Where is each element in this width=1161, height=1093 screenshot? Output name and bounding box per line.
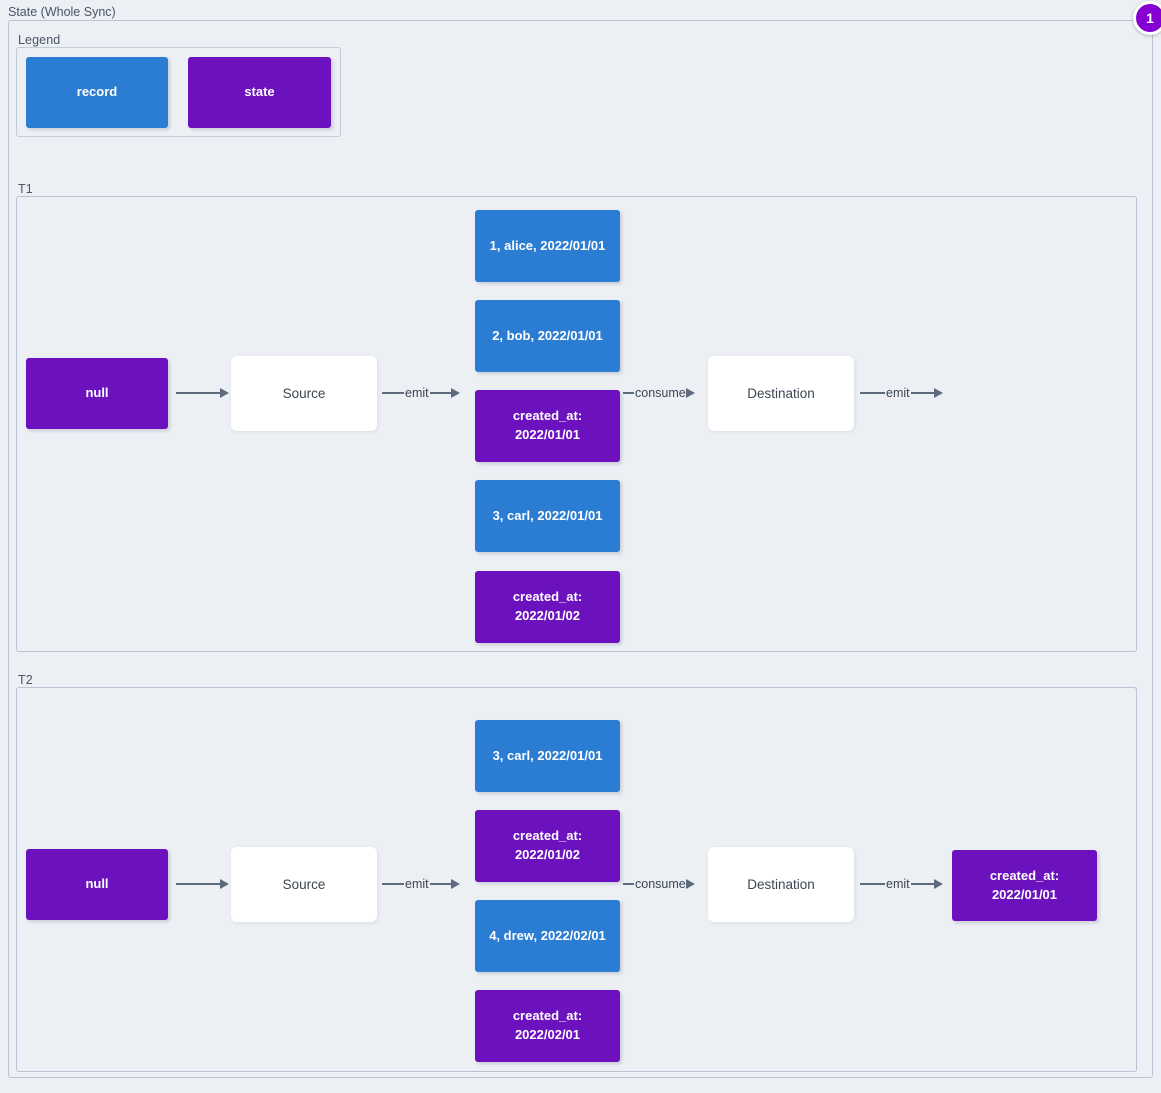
t2-stream-item-3[interactable]: created_at: 2022/02/01	[475, 990, 620, 1062]
t2-destination[interactable]: Destination	[708, 847, 854, 922]
t2-final-state-line2: 2022/01/01	[991, 886, 1058, 902]
t2-initial-state-label: null	[85, 876, 109, 892]
t2-source-label: Source	[282, 876, 326, 892]
t2-stream-item-1-line1: created_at:	[512, 828, 583, 844]
t1-stream-item-2[interactable]: created_at: 2022/01/01	[475, 390, 620, 462]
t1-stream-item-4[interactable]: created_at: 2022/01/02	[475, 571, 620, 643]
t1-stream-item-4-line2: 2022/01/02	[514, 608, 581, 623]
t2-stream-item-0[interactable]: 3, carl, 2022/01/01	[475, 720, 620, 792]
legend-swatch-state: state	[188, 57, 331, 128]
t1-stream-item-3-label: 3, carl, 2022/01/01	[492, 507, 603, 523]
status-badge[interactable]: 1	[1133, 1, 1161, 35]
t1-destination[interactable]: Destination	[708, 356, 854, 431]
t1-stream-item-1-label: 2, bob, 2022/01/01	[492, 327, 603, 343]
t2-source[interactable]: Source	[231, 847, 377, 922]
t2-final-state-line1: created_at:	[989, 867, 1060, 883]
legend-frame	[16, 47, 341, 137]
t1-stream-item-1[interactable]: 2, bob, 2022/01/01	[475, 300, 620, 372]
t1-source[interactable]: Source	[231, 356, 377, 431]
t1-stream-item-2-line2: 2022/01/01	[514, 427, 581, 442]
page-title: State (Whole Sync)	[8, 5, 116, 19]
t1-initial-state[interactable]: null	[26, 358, 168, 429]
t2-stream-item-3-line2: 2022/02/01	[514, 1027, 581, 1042]
t2-stream-item-1[interactable]: created_at: 2022/01/02	[475, 810, 620, 882]
t1-stream-item-3[interactable]: 3, carl, 2022/01/01	[475, 480, 620, 552]
t1-initial-state-label: null	[85, 385, 109, 401]
group-label-t1: T1	[18, 182, 33, 196]
t2-stream-item-3-line1: created_at:	[512, 1008, 583, 1024]
group-label-t2: T2	[18, 673, 33, 687]
legend-swatch-record-label: record	[76, 84, 118, 100]
t1-source-label: Source	[282, 385, 326, 401]
legend-swatch-state-label: state	[244, 84, 275, 100]
t2-stream-item-1-line2: 2022/01/02	[514, 847, 581, 862]
legend-label: Legend	[18, 33, 61, 47]
t2-stream-item-2[interactable]: 4, drew, 2022/02/01	[475, 900, 620, 972]
t2-destination-label: Destination	[747, 876, 815, 892]
legend-swatch-record: record	[26, 57, 168, 128]
t2-initial-state[interactable]: null	[26, 849, 168, 920]
outer-frame	[8, 20, 1153, 1078]
t2-stream-item-2-label: 4, drew, 2022/02/01	[489, 927, 606, 943]
t1-destination-label: Destination	[747, 385, 815, 401]
t1-stream-item-0[interactable]: 1, alice, 2022/01/01	[475, 210, 620, 282]
t1-stream-item-2-line1: created_at:	[512, 408, 583, 424]
t2-stream-item-0-label: 3, carl, 2022/01/01	[492, 747, 603, 763]
group-frame-t1	[16, 196, 1137, 652]
t1-stream-item-4-line1: created_at:	[512, 589, 583, 605]
group-frame-t2	[16, 687, 1137, 1072]
t1-stream-item-0-label: 1, alice, 2022/01/01	[489, 237, 606, 253]
t2-final-state[interactable]: created_at: 2022/01/01	[952, 850, 1097, 921]
